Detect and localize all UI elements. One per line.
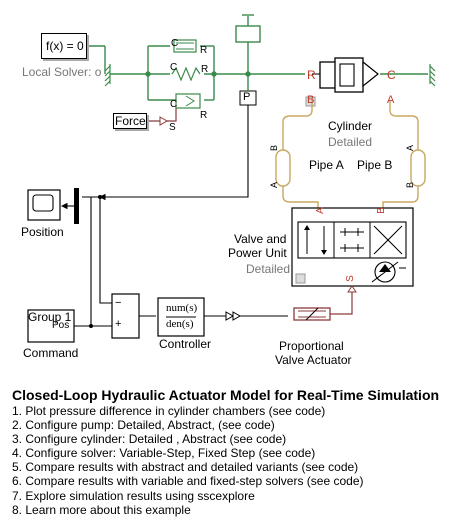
force-block[interactable] [113,113,147,129]
scope-icon[interactable] [27,189,61,221]
position-label: Position [21,225,64,239]
step-item[interactable]: 5. Compare results with abstract and det… [12,460,359,475]
step-item[interactable]: 6. Compare results with variable and fix… [12,474,364,489]
port-r-label: R [201,64,209,75]
cylinder-icon[interactable] [305,57,379,107]
step-item[interactable]: 7. Explore simulation results using ssce… [12,488,255,503]
mux-bar[interactable] [74,188,79,224]
cylinder-variant-label: Detailed [328,135,373,149]
valve-port-a: A [314,207,326,214]
diagram-svg [27,14,436,343]
valve-actuator-icon[interactable] [293,307,331,321]
solver-expr: f(x) = 0 [46,39,84,53]
hydraulic-lines [282,100,419,212]
ground-right-icon [429,64,436,87]
damper-icon[interactable] [175,93,201,109]
pipe-a-port-a: A [269,181,280,189]
hard-stop-icon[interactable] [173,39,197,53]
page-title: Closed-Loop Hydraulic Actuator Model for… [12,387,440,403]
cylinder-port-b: B [307,94,315,106]
step-item[interactable]: 2. Configure pump: Detailed, Abstract, (… [12,418,275,433]
valve-port-b: B [375,207,387,214]
step-item[interactable]: 4. Configure solver: Variable-Step, Fixe… [12,446,316,461]
step-item[interactable]: 8. Learn more about this example [12,502,191,517]
valve-label-2: Power Unit [228,246,287,260]
solver-label: Local Solver: o [22,65,102,79]
cylinder-label: Cylinder [328,119,373,133]
port-c-label: C [170,99,178,110]
p-port-label: P [243,91,251,103]
pipe-b-port-b: B [405,181,416,189]
pipe-b-label: Pipe B [357,158,393,172]
spring-icon[interactable] [171,66,201,82]
model-diagram [27,14,436,343]
valve-variant-label: Detailed [246,262,291,276]
controller-label: Controller [159,337,212,351]
sum-plus-sign: + [115,318,122,330]
sum-minus-sign: − [115,297,122,309]
pipe-b-icon[interactable] [410,149,426,187]
valve-port-s: S [344,275,356,282]
mass-icon[interactable] [235,14,261,46]
mechanical-connections [85,45,428,101]
port-s-label: S [169,122,176,133]
sum-block[interactable] [111,293,140,339]
valve-label: Valve and [234,232,287,246]
cylinder-port-c: C [387,68,396,82]
pipe-a-icon[interactable] [275,149,291,187]
actuator-label-2: Valve Actuator [275,353,352,367]
cylinder-port-a: A [387,94,395,106]
pipe-a-port-b: B [269,144,280,152]
group-label: Group 1 [28,310,72,324]
step-item[interactable]: 3. Configure cylinder: Detailed , Abstra… [12,432,287,447]
cylinder-port-r: R [307,68,316,82]
actuator-label: Proportional [279,339,344,353]
pos-port-label: Pos [52,320,70,331]
force-label: Force [115,114,146,128]
tf-denominator: den(s) [166,318,194,330]
pipe-b-port-a: A [405,144,416,152]
tf-numerator: num(s) [166,302,198,314]
pipe-a-label: Pipe A [309,158,344,172]
step-item[interactable]: 1. Plot pressure difference in cylinder … [12,404,326,418]
port-r-label: R [200,110,208,121]
command-block[interactable] [27,309,75,343]
local-solver-block[interactable] [41,33,87,59]
port-c-label: C [171,38,179,49]
port-r-label: R [200,45,208,56]
valve-power-unit-icon[interactable] [291,207,414,287]
port-c-label: C [170,62,178,73]
ground-left-icon [104,64,111,87]
command-label: Command [23,346,79,360]
steps-list: 1. Plot pressure difference in cylinder … [12,404,364,517]
